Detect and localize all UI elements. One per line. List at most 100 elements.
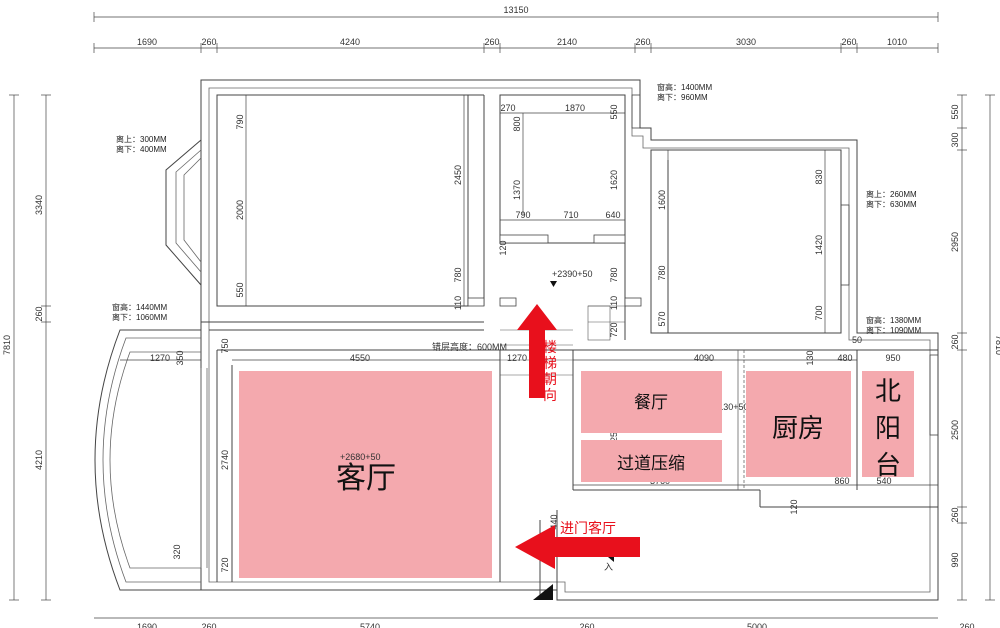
dim-left-seg: 4210: [34, 450, 44, 470]
window-note-line: 离上：300MM: [116, 134, 167, 144]
dim-bedroom2: 700: [814, 305, 824, 320]
room-kitchen: [746, 371, 851, 477]
room-corridor: [581, 440, 722, 482]
window-note-line: 离下：630MM: [866, 199, 917, 209]
interior-dimensions: 790 2000 550 2450 780 110 270 1870 550 8…: [120, 95, 938, 578]
dim-bath: 780: [609, 267, 619, 282]
dim-bottom-seg: 5000: [747, 622, 767, 628]
curved-balcony: [94, 329, 208, 591]
window-note-line: 离下：1060MM: [112, 312, 167, 322]
stairs-label-char: 向: [543, 388, 557, 404]
dim-left-seg: 3340: [34, 195, 44, 215]
dim-right-seg: 2500: [950, 420, 960, 440]
dim-living: 1270: [507, 353, 527, 363]
dim-bottom-seg: 260: [959, 622, 974, 628]
window-note-line: 离上：260MM: [866, 189, 917, 199]
dim-bedroom2: 110: [609, 296, 619, 310]
arrow-up-icon: [517, 304, 557, 398]
window-notes: 离上：300MM 离下：400MM 窗高：1440MM 离下：1060MM 窗高…: [112, 82, 921, 335]
door-mark: 入: [604, 562, 613, 572]
dim-right-seg: 2950: [950, 232, 960, 252]
dim-top-seg: 2140: [557, 37, 577, 47]
dim-top-seg: 260: [484, 37, 499, 47]
room-labels: 客厅 餐厅 过道压缩 厨房: [336, 393, 824, 496]
level-upper: +2390+50: [552, 269, 593, 279]
dim-bath: 1870: [565, 103, 585, 113]
dim-living: 350: [175, 350, 185, 365]
right-dimensions: 7810 550 300 2950 260 2500 260 990: [950, 94, 1000, 601]
stairs-label-char: 楼: [543, 340, 557, 356]
dim-top-seg: 3030: [736, 37, 756, 47]
dim-living: 750: [220, 338, 230, 353]
dim-bedroom2: 780: [657, 265, 667, 280]
dim-total-width: 13150: [503, 5, 528, 15]
right-windows: [631, 94, 939, 436]
dim-bottom-seg: 260: [579, 622, 594, 628]
room-fills: [239, 371, 914, 578]
bottom-dimensions: 1690 260 5740 260 5000 260: [94, 617, 975, 628]
dim-bedroom1: 790: [235, 114, 245, 129]
label-corridor: 过道压缩: [617, 454, 685, 474]
left-dimensions: 7810 3340 260 4210: [2, 94, 51, 601]
stairs-label-char: 梯: [543, 356, 557, 372]
dim-top-seg: 260: [201, 37, 216, 47]
dim-living: 1270: [150, 353, 170, 363]
dim-living: 720: [220, 557, 230, 572]
dim-bath: 1370: [512, 180, 522, 200]
level-living: +2680+50: [340, 452, 381, 462]
label-north-balcony-char: 台: [875, 451, 901, 481]
dim-dining: 130: [805, 350, 815, 365]
entry-label: 进门客厅: [560, 520, 616, 537]
dim-top-seg: 260: [841, 37, 856, 47]
dim-dining: 50: [852, 335, 862, 345]
dim-bath: 270: [500, 103, 515, 113]
entry-arrow: [515, 525, 640, 569]
dim-bottom-seg: 260: [201, 622, 216, 628]
dim-dining: 540: [876, 476, 891, 486]
dim-top-seg: 4240: [340, 37, 360, 47]
dim-bedroom1: 780: [453, 267, 463, 282]
dim-bedroom2: 1420: [814, 235, 824, 255]
room-north-balcony: [862, 371, 914, 477]
window-note-line: 离下：960MM: [657, 92, 708, 102]
dim-bedroom1: 2000: [235, 200, 245, 220]
dim-right-seg: 260: [950, 334, 960, 349]
dim-bedroom2: 720: [609, 322, 619, 337]
label-kitchen: 厨房: [772, 414, 824, 444]
dim-bedroom1: 550: [235, 282, 245, 297]
stairs-label-char: 朝: [543, 372, 557, 388]
window-note-line: 离下：1090MM: [866, 325, 921, 335]
stairs-arrow: [517, 304, 557, 398]
dim-bottom-seg: 1690: [137, 622, 157, 628]
dim-left-seg: 260: [34, 306, 44, 321]
dim-dining: 440: [549, 514, 559, 529]
dim-bedroom1: 2450: [453, 165, 463, 185]
window-note-line: 离下：400MM: [116, 144, 167, 154]
label-dining: 餐厅: [634, 393, 668, 413]
window-note-line: 窗高：1400MM: [657, 82, 712, 92]
dim-bath: 640: [605, 210, 620, 220]
top-dimensions: 13150 1690 260 4240 260 2140 260 3030 26…: [93, 5, 939, 53]
label-living: 客厅: [336, 461, 396, 496]
label-north-balcony-char: 阳: [875, 414, 901, 444]
dim-top-seg: 1010: [887, 37, 907, 47]
level-triangle-icon: [550, 281, 557, 287]
dim-top-seg: 1690: [137, 37, 157, 47]
dim-dining: 120: [789, 499, 799, 514]
floor-height-note: 错层高度：600MM: [432, 341, 507, 352]
dim-bath: 790: [515, 210, 530, 220]
dim-dining: 4090: [694, 353, 714, 363]
room-living: [239, 371, 492, 578]
dim-bath: 710: [563, 210, 578, 220]
stairs-label: 楼 梯 朝 向: [543, 340, 557, 404]
dim-living: 4550: [350, 353, 370, 363]
dim-top-seg: 260: [635, 37, 650, 47]
dim-right-seg: 300: [950, 132, 960, 147]
dim-living: 2740: [220, 450, 230, 470]
level-dining: +2130+50: [708, 402, 749, 412]
dim-bottom-seg: 5740: [360, 622, 380, 628]
dim-living: 320: [172, 544, 182, 559]
arrow-left-icon: [515, 525, 640, 569]
dim-dining: 950: [885, 353, 900, 363]
